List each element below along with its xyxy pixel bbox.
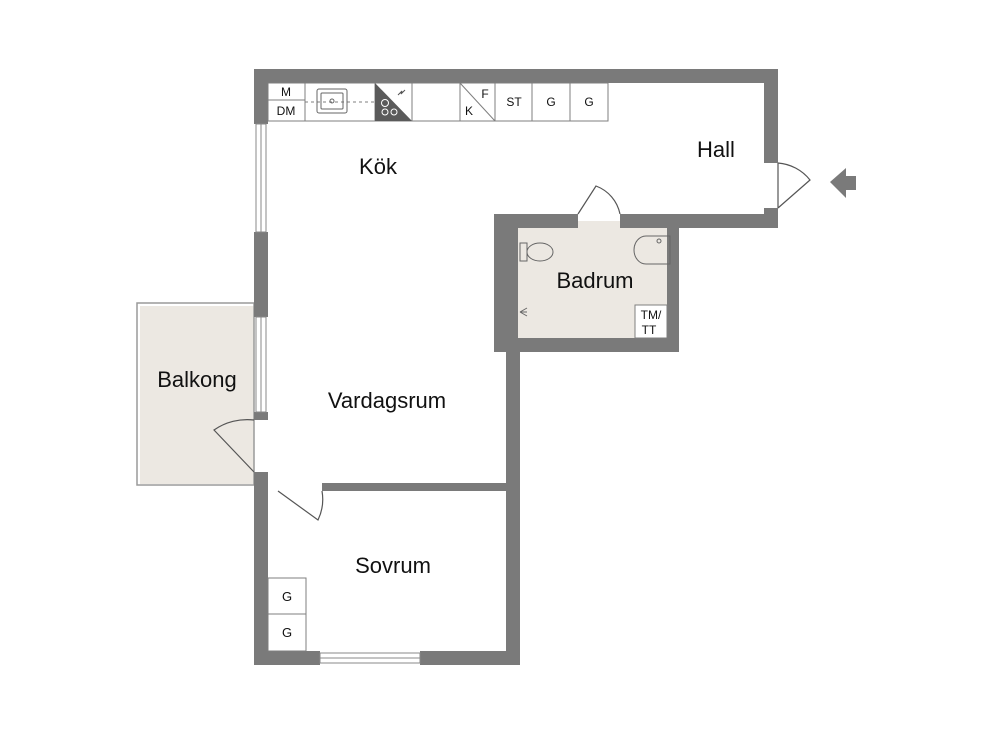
fridge-label: F [481, 87, 488, 101]
washer-dryer [634, 304, 668, 339]
balcony-outline [136, 302, 255, 486]
kitchen-cabinet-label-2: G [584, 95, 593, 109]
wardrobes [267, 577, 307, 652]
kitchen-cabinet-label-1: G [546, 95, 555, 109]
wardrobe-label-2: G [282, 625, 292, 640]
dishwasher-label: DM [277, 104, 296, 118]
doors [213, 162, 811, 521]
windows [255, 123, 421, 664]
washer-label: TM/ [641, 308, 662, 322]
room-label-hall: Hall [697, 137, 735, 162]
washbasin-icon [633, 235, 671, 265]
room-label-balcony: Balkong [157, 367, 237, 392]
storage-label: ST [506, 95, 522, 109]
dishwasher-top-label: M [281, 85, 291, 99]
room-label-bedroom: Sovrum [355, 553, 431, 578]
shower-icon [519, 307, 528, 317]
balcony-floor [140, 306, 254, 484]
room-label-kitchen: Kök [359, 154, 398, 179]
sink-icon [316, 88, 348, 114]
freezer-label: K [465, 104, 473, 118]
room-label-bathroom: Badrum [556, 268, 633, 293]
room-label-living: Vardagsrum [328, 388, 446, 413]
stove-icon [375, 83, 412, 121]
entrance-arrow-icon [830, 168, 856, 198]
dryer-label: TT [642, 323, 657, 337]
wardrobe-label-1: G [282, 589, 292, 604]
walls [254, 69, 778, 665]
toilet-icon [519, 242, 554, 262]
